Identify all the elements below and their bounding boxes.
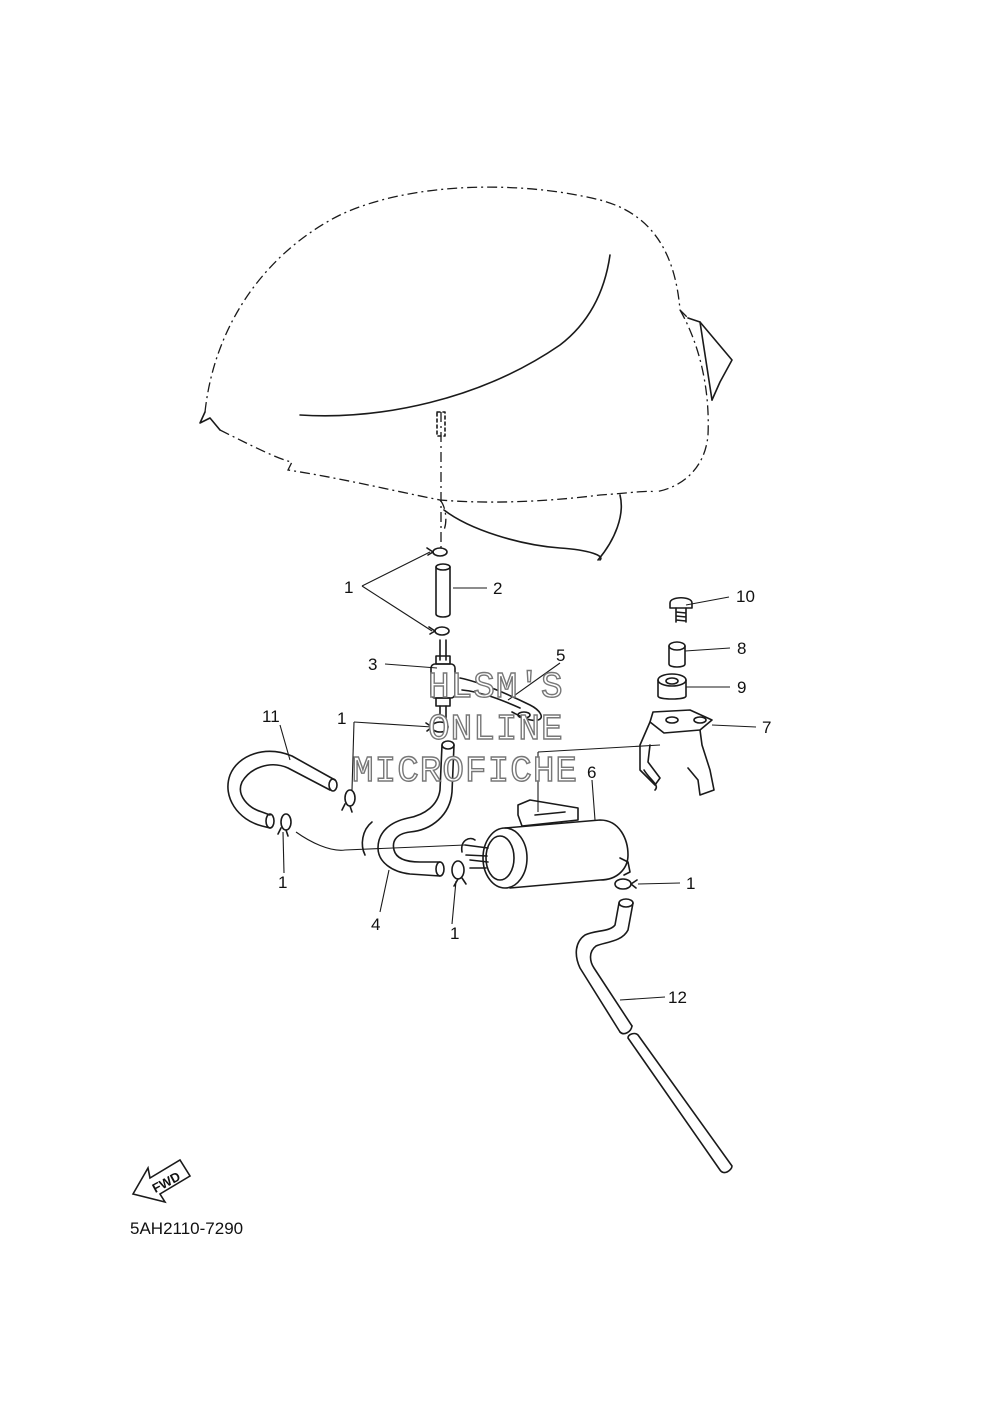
canister-6 [460, 799, 631, 889]
label-7: 7 [762, 718, 771, 737]
clip-hose-4 [451, 860, 467, 887]
hose-5 [459, 677, 542, 722]
hose-11 [227, 750, 338, 829]
part-labels: 1 2 3 5 10 8 9 7 11 1 6 1 4 1 1 12 [262, 578, 771, 1007]
label-1-mid: 1 [450, 924, 459, 943]
fwd-arrow-icon: FWD [131, 1158, 192, 1204]
hose-2 [435, 563, 451, 618]
hose-4 [361, 740, 455, 877]
label-1-left: 1 [278, 873, 287, 892]
clip-canister [614, 878, 638, 890]
clip-hose-11 [277, 789, 356, 837]
label-1-right: 1 [686, 874, 695, 893]
label-1-top: 1 [344, 578, 353, 597]
damper-9 [657, 673, 687, 700]
fwd-label: FWD [150, 1169, 183, 1196]
label-8: 8 [737, 639, 746, 658]
diagram-code: 5AH2110-7290 [130, 1219, 243, 1238]
watermark-line-3: MICROFICHE [352, 751, 578, 792]
leader-lines [279, 551, 757, 1001]
label-4: 4 [371, 915, 380, 934]
label-2: 2 [493, 579, 502, 598]
watermark-line-2: ONLINE [428, 709, 564, 750]
label-6: 6 [587, 763, 596, 782]
label-11: 11 [262, 707, 280, 726]
watermark: HLSM'S ONLINE MICROFICHE [351, 666, 578, 792]
fuel-tank [199, 186, 733, 561]
collar-8 [668, 641, 686, 668]
clip-upper-pair [426, 547, 450, 636]
label-3: 3 [368, 655, 377, 674]
label-9: 9 [737, 678, 746, 697]
label-5: 5 [556, 646, 565, 665]
fuel-filter-3 [430, 639, 456, 719]
bolt-10 [669, 596, 693, 623]
label-1-filter: 1 [337, 709, 346, 728]
watermark-line-1: HLSM'S [428, 667, 564, 708]
hose-12 [575, 898, 733, 1174]
label-10: 10 [736, 587, 755, 606]
label-12: 12 [668, 988, 687, 1007]
bracket-7 [537, 709, 715, 796]
